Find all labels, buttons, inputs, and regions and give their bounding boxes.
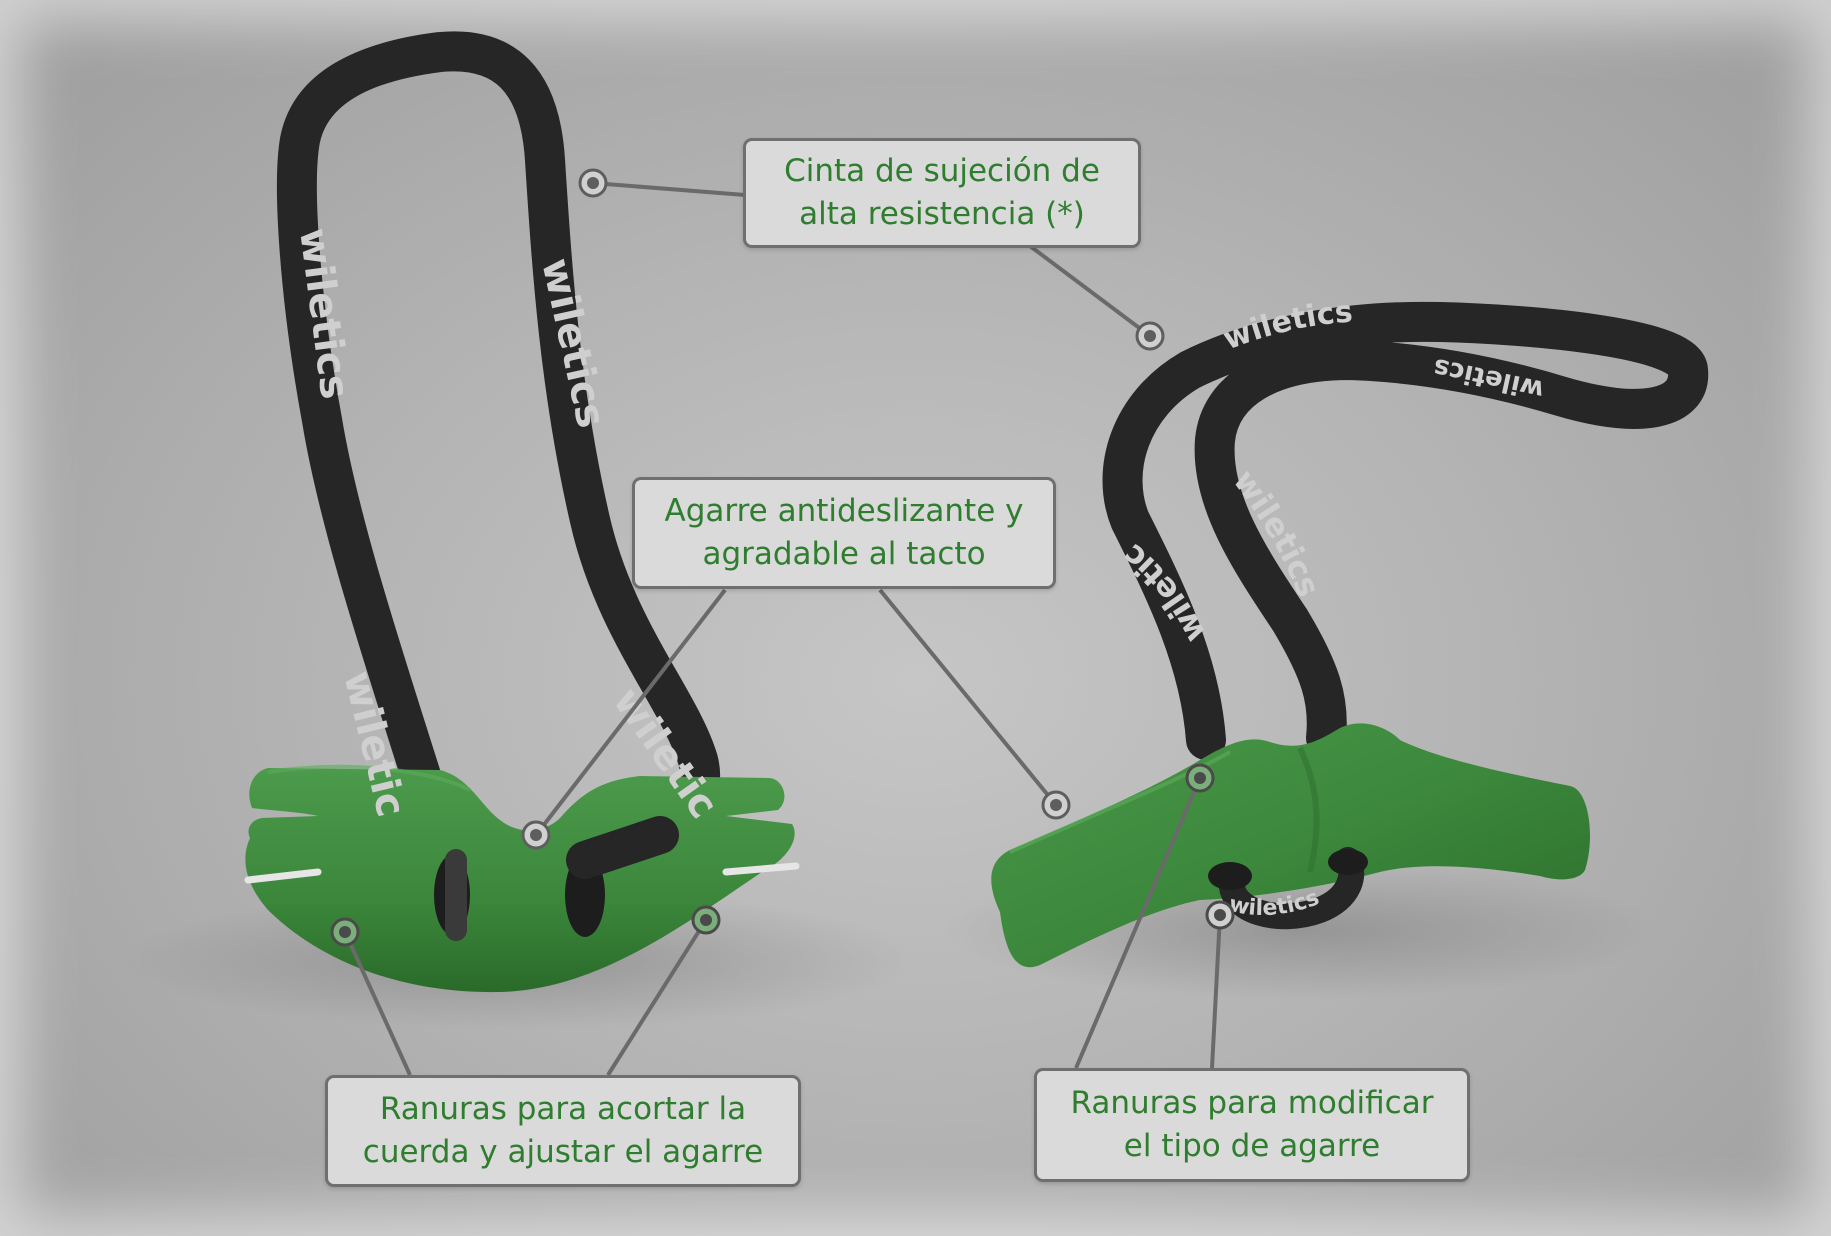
anchor-dot (521, 820, 551, 850)
right-handle-highlight (1009, 750, 1231, 854)
anchor-dot (691, 905, 721, 935)
leader-grip-right (878, 588, 1058, 807)
leader-slots-modify-a (1074, 777, 1202, 1069)
anchor-dot (1205, 900, 1235, 930)
left-strap (276, 31, 720, 900)
left-handle-highlight (267, 764, 471, 792)
right-green-handle (991, 723, 1590, 968)
anchor-dot (1185, 763, 1215, 793)
anchor-dot (1135, 321, 1165, 351)
right-side-slot (722, 862, 800, 876)
strap-exit (566, 816, 679, 879)
callout-slots-modify: Ranuras para modificar el tipo de agarre (1034, 1068, 1470, 1182)
callout-slots-modify-line1: Ranuras para modificar (1070, 1085, 1434, 1121)
left-side-slot (244, 868, 322, 884)
callout-slots-shorten-line2: cuerda y ajustar el agarre (362, 1134, 764, 1170)
leader-strap-right (1028, 244, 1152, 338)
strap-brand-print: wiletics (0, 0, 414, 821)
leader-strap-left (592, 181, 746, 197)
anchor-dot (578, 168, 608, 198)
right-lower-slot-b (1328, 849, 1368, 875)
callout-grip-line1: Agarre antideslizante y (664, 493, 1024, 529)
callout-grip-line2: agradable al tacto (702, 536, 986, 572)
callout-strap: Cinta de sujeción de alta resistencia (*… (743, 138, 1141, 248)
leader-grip-left (534, 588, 727, 837)
leader-slots-shorten-a (343, 931, 412, 1076)
leader-lines (343, 181, 1222, 1077)
callout-slots-modify-line2: el tipo de agarre (1123, 1128, 1381, 1164)
right-strap-under-loop (1218, 847, 1365, 930)
leader-slots-modify-b (1210, 914, 1222, 1069)
anchor-dot (1041, 790, 1071, 820)
anchor-dots (330, 168, 1235, 947)
leader-slots-shorten-b (606, 918, 708, 1077)
callout-grip: Agarre antideslizante y agradable al tac… (632, 477, 1056, 589)
right-strap-outer (1102, 301, 1709, 760)
right-handle-ridge (1297, 746, 1320, 873)
callout-slots-shorten: Ranuras para acortar la cuerda y ajustar… (325, 1075, 801, 1187)
callout-slots-shorten-line1: Ranuras para acortar la (379, 1091, 747, 1127)
callout-strap-line1: Cinta de sujeción de (784, 153, 1100, 189)
anchor-dot (330, 917, 360, 947)
callout-strap-line2: alta resistencia (*) (799, 196, 1085, 232)
right-lower-slot-a (1208, 862, 1252, 890)
